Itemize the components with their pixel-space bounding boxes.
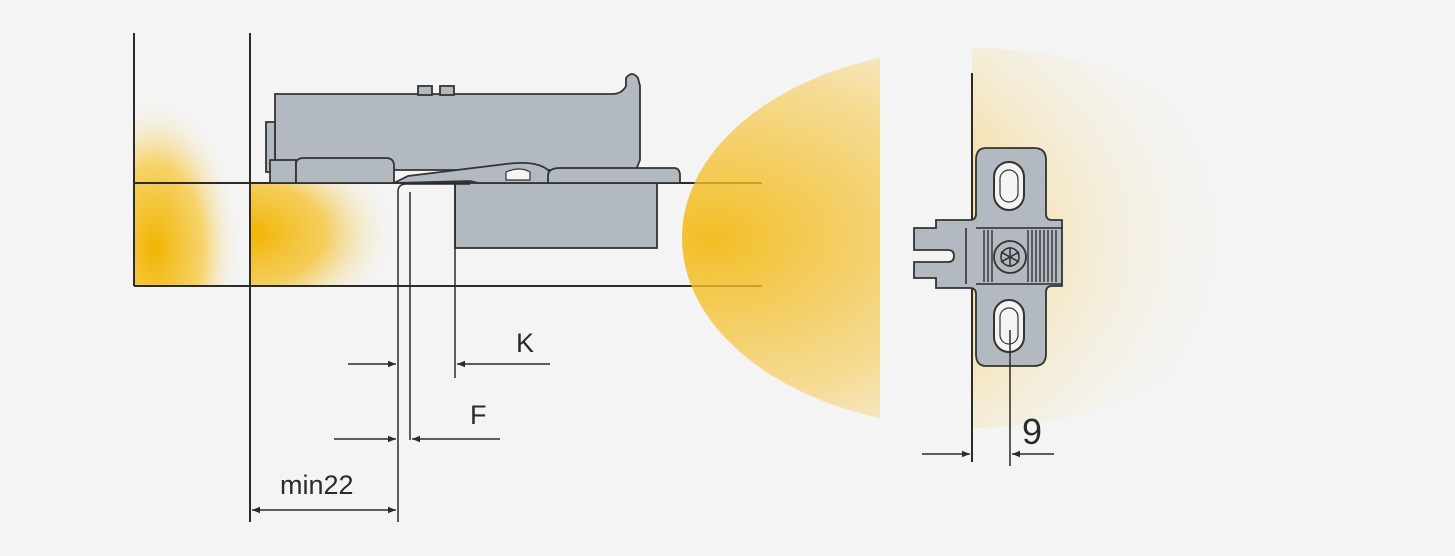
- door-open-edge: [397, 183, 470, 522]
- hinge-arm: [274, 73, 641, 171]
- mounting-slot-top: [993, 161, 1025, 211]
- f-label: F: [470, 400, 487, 430]
- mounting-slot-top-inner: [999, 169, 1019, 203]
- hinge-arm-clip: [417, 85, 433, 96]
- front-view: 9: [682, 40, 1262, 466]
- cam-screw-star-icon: [1000, 247, 1020, 267]
- door-edge-glow: [250, 183, 400, 285]
- hinge-link-slot: [505, 168, 531, 181]
- mounting-slot-bottom-inner: [999, 307, 1019, 345]
- adjustment-ribs: [983, 230, 1057, 282]
- hinge-cup: [454, 182, 658, 249]
- side-view: K F min22: [133, 33, 762, 522]
- nine-label: 9: [1022, 411, 1042, 452]
- hinge-arm-clip: [439, 85, 455, 96]
- mounting-plate: [269, 159, 297, 184]
- min22-label: min22: [280, 470, 354, 500]
- hinge-cup-flange: [547, 167, 681, 184]
- hinge-foot: [295, 157, 395, 184]
- k-label: K: [516, 328, 534, 358]
